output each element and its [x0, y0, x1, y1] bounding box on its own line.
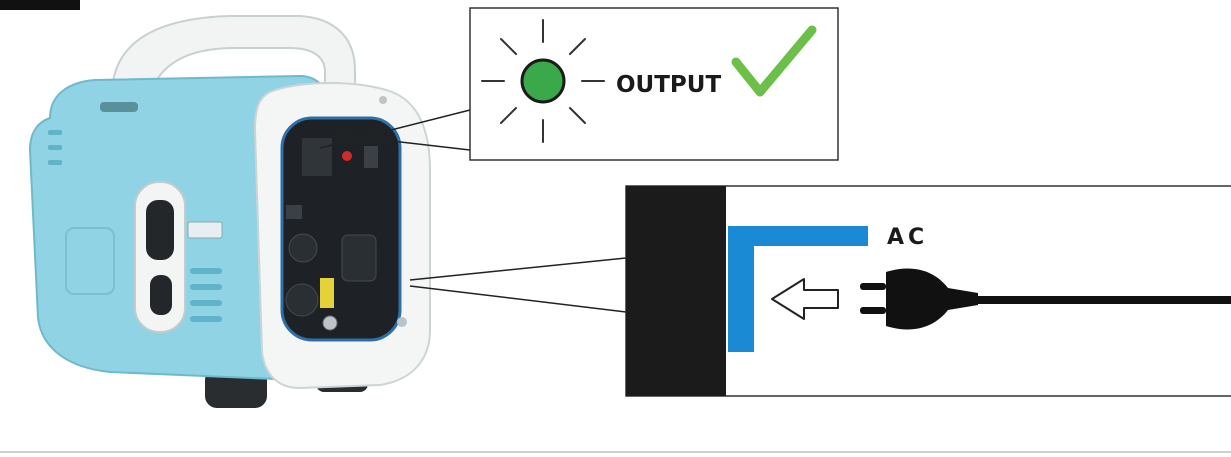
panel-warning-sticker	[320, 278, 334, 308]
generator-handle	[110, 15, 356, 96]
generator-vents-right	[190, 268, 222, 322]
panel-red-light	[342, 151, 352, 161]
generator-access-panel	[65, 227, 115, 295]
callout-leader-line	[409, 257, 627, 281]
shell-screw	[379, 96, 387, 104]
panel-ground-terminal	[322, 315, 338, 331]
generator-label-plate	[187, 221, 223, 239]
callout-leader-line	[409, 285, 627, 313]
panel-usb-port	[288, 233, 318, 263]
panel-switch	[364, 146, 378, 168]
generator-top-slot	[100, 102, 138, 112]
output-label: OUTPUT	[616, 72, 721, 98]
power-plug-icon	[860, 268, 1231, 330]
shell-screw	[397, 317, 407, 327]
generator-side-grip	[150, 275, 172, 315]
arrow-left-icon	[771, 278, 839, 320]
socket-blue-slot	[728, 226, 868, 352]
checkmark-icon	[731, 25, 817, 97]
ac-label: AC	[887, 225, 928, 250]
panel-ac-socket	[341, 234, 377, 282]
generator-illustration	[28, 15, 431, 408]
panel-dc-socket	[285, 283, 319, 317]
generator-side-grip	[146, 200, 174, 260]
green-light-icon	[520, 58, 566, 104]
callout-leader-line	[319, 109, 471, 149]
output-callout: OUTPUT	[319, 7, 839, 161]
ac-plug-callout: AC	[409, 185, 1231, 397]
panel-display	[302, 138, 332, 176]
corner-tab	[0, 0, 80, 10]
generator-vents-left	[48, 130, 62, 165]
callout-leader-line	[339, 134, 471, 151]
socket-housing	[626, 186, 726, 396]
panel-small-indicators	[286, 205, 302, 219]
light-rays	[481, 19, 605, 143]
